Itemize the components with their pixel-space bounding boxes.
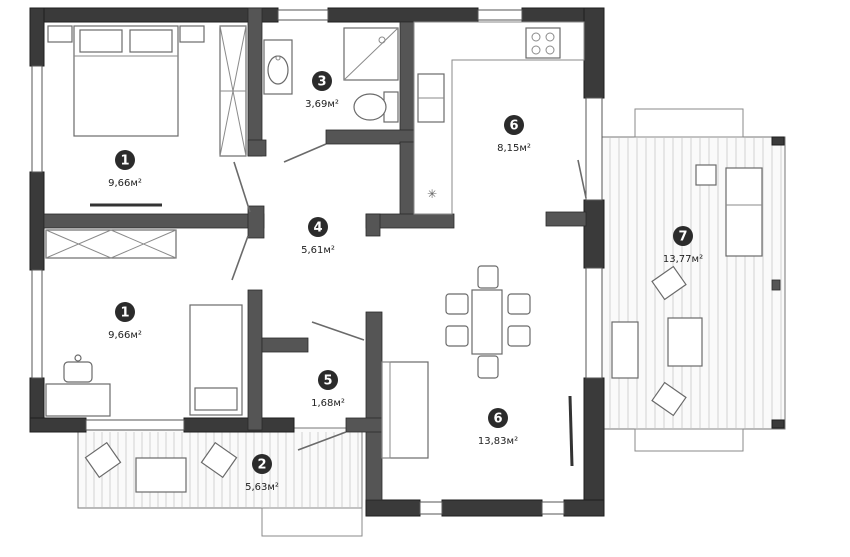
room-area: 5,61м² — [301, 245, 335, 256]
room-label-terrace-front: 2 5,63м² — [245, 454, 279, 493]
room-area: 9,66м² — [108, 178, 142, 189]
kitchen-furniture: ✳ — [413, 21, 585, 215]
room-area: 9,66м² — [108, 330, 142, 341]
room-number: 5 — [323, 374, 332, 389]
windows — [31, 9, 603, 515]
room-label-kitchen: 6 8,15м² — [497, 115, 531, 154]
room-number: 1 — [120, 154, 129, 169]
bedroom-top-furniture — [47, 25, 247, 207]
terrace-front-deck — [77, 427, 363, 537]
room-label-terrace-side: 7 13,77м² — [663, 226, 703, 265]
room-label-bathroom: 3 3,69м² — [305, 71, 339, 110]
room-number: 6 — [509, 119, 518, 134]
room-area: 13,77м² — [663, 254, 703, 265]
room-area: 13,83м² — [478, 436, 518, 447]
room-number-badge — [312, 71, 332, 91]
bathroom-furniture — [263, 27, 399, 123]
room-number-badge — [673, 226, 693, 246]
room-number: 3 — [317, 75, 326, 90]
room-number-badge — [318, 370, 338, 390]
room-number-badge — [308, 217, 328, 237]
room-number: 2 — [257, 458, 266, 473]
room-label-vestibule: 5 1,68м² — [311, 370, 345, 409]
room-number-badge — [115, 302, 135, 322]
room-label-bedroom-top: 1 9,66м² — [108, 150, 142, 189]
room-number-badge — [488, 408, 508, 428]
room-number-badge — [504, 115, 524, 135]
room-number: 4 — [313, 221, 322, 236]
living-furniture — [381, 265, 574, 467]
terrace-side-furniture — [611, 164, 763, 417]
interior-walls — [43, 7, 587, 501]
room-area: 8,15м² — [497, 143, 531, 154]
exterior-walls — [29, 7, 605, 517]
room-number: 1 — [120, 306, 129, 321]
room-number-badge — [252, 454, 272, 474]
room-label-hall: 4 5,61м² — [301, 217, 335, 256]
room-area: 5,63м² — [245, 482, 279, 493]
room-number: 6 — [493, 412, 502, 427]
terrace-front-furniture — [84, 441, 238, 493]
room-area: 1,68м² — [311, 398, 345, 409]
terrace-side-deck — [601, 108, 786, 452]
room-labels: 1 9,66м² 1 9,66м² 2 5,63м² 3 3,69м² 4 5,61м² 5 1,68… — [108, 71, 703, 493]
doors — [231, 143, 587, 451]
room-label-living: 6 13,83м² — [478, 408, 518, 447]
bedroom-bottom-furniture — [45, 229, 243, 417]
room-area: 3,69м² — [305, 99, 339, 110]
room-label-bedroom-bottom: 1 9,66м² — [108, 302, 142, 341]
room-number-badge — [115, 150, 135, 170]
svg-text:✳: ✳ — [427, 187, 437, 201]
room-number: 7 — [678, 230, 687, 245]
